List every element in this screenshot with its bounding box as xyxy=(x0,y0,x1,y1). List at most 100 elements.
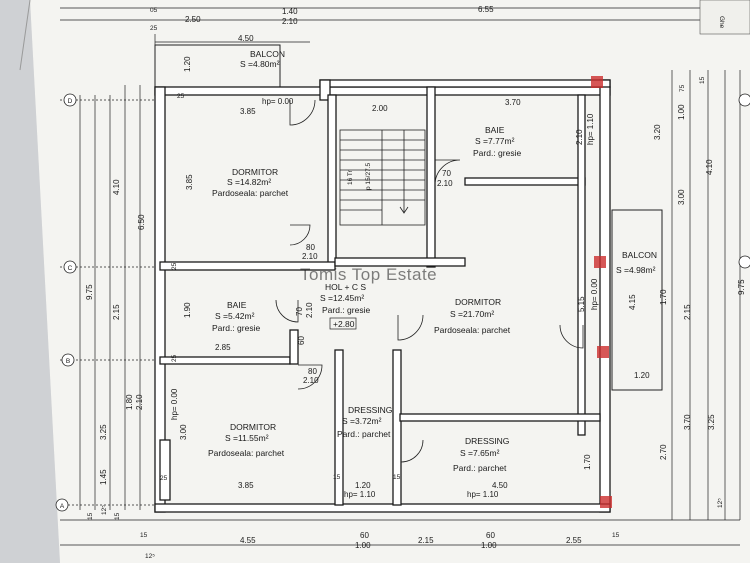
dim-bottom-100b: 1.00 xyxy=(481,541,497,550)
dim-385-vertical: 3.85 xyxy=(185,174,194,190)
dim-210-lower: 2.10 xyxy=(303,376,319,385)
axis-label-d: D xyxy=(68,98,73,105)
dim-210-hol: 2.10 xyxy=(305,302,314,318)
axis-label-a: A xyxy=(60,503,65,510)
balcon-right-name: BALCON xyxy=(622,250,657,260)
dim-left-975: 9.75 xyxy=(85,284,94,300)
baie1-floor: Pard.: gresie xyxy=(473,148,521,158)
dim-70-hol: 70 xyxy=(295,307,304,316)
dim-300-left: 3.00 xyxy=(179,424,188,440)
dim-right-15: 15 xyxy=(699,76,706,84)
dim-bottom-215: 2.15 xyxy=(418,536,434,545)
paper-sheet xyxy=(30,0,750,563)
dim-right-975: 9.75 xyxy=(737,279,746,295)
dim-top-450: 4.50 xyxy=(238,34,254,43)
dim-515: 5.15 xyxy=(577,296,586,312)
walls xyxy=(154,79,611,513)
dim-bottom-100a: 1.00 xyxy=(355,541,371,550)
dim-15-b: 15 xyxy=(393,474,401,481)
dim-70-baie: 70 xyxy=(442,169,451,178)
baie1-area: S =7.77m² xyxy=(475,136,515,146)
level-marker-box xyxy=(329,317,357,330)
dormitor3-name: DORMITOR xyxy=(230,422,276,432)
dim-25-a: 25 xyxy=(177,93,185,100)
dim-25-d: 25 xyxy=(160,475,168,482)
dim-385-bottom: 3.85 xyxy=(238,481,254,490)
dim-bottom-15a: 15 xyxy=(140,532,148,539)
dim-top-25: 25 xyxy=(150,25,158,32)
dim-left-15b: 15 xyxy=(114,512,121,520)
dim-285: 2.85 xyxy=(215,343,231,352)
dim-top-140: 1.40 xyxy=(282,7,298,16)
dim-left-650: 6.50 xyxy=(137,214,146,230)
dim-left-210: 2.10 xyxy=(135,394,144,410)
dim-25-b: 25 xyxy=(171,262,178,270)
dim-right-415: 4.15 xyxy=(628,294,637,310)
dim-right-270: 2.70 xyxy=(659,444,668,460)
dim-left-125: 12⁵ xyxy=(101,505,108,515)
dim-left-15: 15 xyxy=(87,512,94,520)
stair-label-2: p 15/27.5 xyxy=(365,163,372,190)
axis-label-c: C xyxy=(68,265,73,272)
dim-top-210: 2.10 xyxy=(282,17,298,26)
dim-right-215: 2.15 xyxy=(683,304,692,320)
dim-right-125: 12⁵ xyxy=(717,498,724,508)
dim-120-bottom: 1.20 xyxy=(355,481,371,490)
dim-right-370: 3.70 xyxy=(683,414,692,430)
dormitor2-area: S =21.70m² xyxy=(450,309,494,319)
dim-60-hol: 60 xyxy=(297,336,306,345)
balcon-top-name: BALCON xyxy=(250,49,285,59)
dim-120-balcony: 1.20 xyxy=(634,371,650,380)
watermark: Tomis Top Estate xyxy=(300,265,437,284)
baie2-area: S =5.42m² xyxy=(215,311,255,321)
dressing2-area: S =7.65m² xyxy=(460,448,500,458)
dim-210-upper: 2.10 xyxy=(302,252,318,261)
axis-label-b: B xyxy=(66,358,70,365)
dim-bottom-60a: 60 xyxy=(360,531,369,540)
dormitor1-floor: Pardoseala: parchet xyxy=(212,188,289,198)
dim-25-c: 25 xyxy=(171,354,178,362)
balcon-right-area: S =4.98m² xyxy=(616,265,656,275)
baie1-name: BAIE xyxy=(485,125,505,135)
dim-bottom-15b: 15 xyxy=(612,532,620,539)
title-block xyxy=(699,0,750,35)
dim-left-145: 1.45 xyxy=(99,469,108,485)
dim-left-410: 4.10 xyxy=(112,179,121,195)
dormitor2-name: DORMITOR xyxy=(455,297,501,307)
dim-210-baie: 2.10 xyxy=(437,179,453,188)
baie2-floor: Pard.: gresie xyxy=(212,323,260,333)
dim-right-75: 75 xyxy=(679,84,686,92)
dim-right-100: 1.00 xyxy=(677,104,686,120)
dim-385-top: 3.85 xyxy=(240,107,256,116)
paper-fold xyxy=(19,0,31,71)
hp-110-bottom-right: hp= 1.10 xyxy=(467,490,499,499)
dim-80-upper: 80 xyxy=(306,243,315,252)
dim-200: 2.00 xyxy=(372,104,388,113)
balcon-top-area: S =4.80m² xyxy=(240,59,280,69)
dim-right-300: 3.00 xyxy=(677,189,686,205)
dim-right-320: 3.20 xyxy=(653,124,662,140)
door-swings xyxy=(275,99,584,463)
structural-columns xyxy=(591,76,612,508)
dimension-lines xyxy=(60,7,741,546)
staircase xyxy=(339,129,426,226)
dim-right-325: 3.25 xyxy=(707,414,716,430)
dressing1-name: DRESSING xyxy=(348,405,392,415)
dormitor3-floor: Pardoseala: parchet xyxy=(208,448,285,458)
dim-left-180: 1.80 xyxy=(125,394,134,410)
hp-000-top: hp= 0.00 xyxy=(262,97,294,106)
dressing2-floor: Pard.: parchet xyxy=(453,463,507,473)
hp-110-bottom-left: hp= 1.10 xyxy=(344,490,376,499)
dim-bottom-455: 4.55 xyxy=(240,536,256,545)
title-block-text: Ghe xyxy=(718,16,725,29)
dim-right-410: 4.10 xyxy=(705,159,714,175)
paper-shadow xyxy=(0,0,60,563)
baie2-name: BAIE xyxy=(227,300,247,310)
dim-bottom-60b: 60 xyxy=(486,531,495,540)
dim-15-a: 15 xyxy=(333,474,341,481)
hol-name: HOL + C S xyxy=(325,282,366,292)
dim-bottom-255: 2.55 xyxy=(566,536,582,545)
hol-floor: Pard.: gresie xyxy=(322,305,370,315)
